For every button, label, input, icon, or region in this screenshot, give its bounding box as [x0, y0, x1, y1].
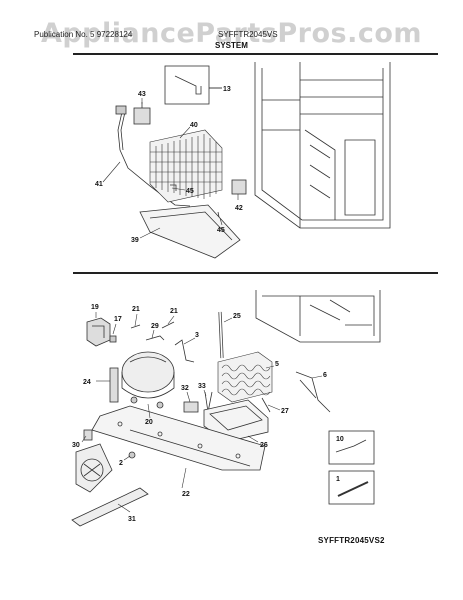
callout-29: 29: [151, 323, 159, 330]
part-2: [128, 451, 136, 459]
callout-17: 17: [114, 316, 122, 323]
compressor: [121, 351, 175, 399]
callout-13: 13: [223, 86, 231, 93]
part-29: [145, 335, 165, 341]
part-25-tube: [218, 311, 224, 359]
callout-21b: 21: [170, 308, 178, 315]
callout-26: 26: [260, 442, 268, 449]
part-24: [109, 367, 119, 403]
part-30: [83, 429, 93, 441]
callout-19: 19: [91, 304, 99, 311]
callout-27: 27: [281, 408, 289, 415]
callout-45b: 45: [217, 227, 225, 234]
model-number: SYFFTR2045VS: [218, 30, 278, 39]
part-41-harness: [115, 105, 191, 207]
callout-32: 32: [181, 385, 189, 392]
part-6-bracket: [295, 371, 331, 413]
part-1-inset: [328, 470, 375, 505]
callout-33: 33: [198, 383, 206, 390]
callout-45a: 45: [186, 188, 194, 195]
callout-21a: 21: [132, 306, 140, 313]
part-17: [109, 335, 117, 343]
callout-42: 42: [235, 205, 243, 212]
callout-5: 5: [275, 361, 279, 368]
callout-40: 40: [190, 122, 198, 129]
part-31-shroud: [71, 487, 149, 527]
callout-39: 39: [131, 237, 139, 244]
part-20-grommets: [130, 396, 164, 409]
callout-6: 6: [323, 372, 327, 379]
callout-22: 22: [182, 491, 190, 498]
leader-lines-bottom: [81, 312, 323, 513]
part-21-clips: [130, 321, 175, 329]
callout-25: 25: [233, 313, 241, 320]
part-39-pan: [139, 204, 241, 259]
callout-31: 31: [128, 516, 136, 523]
callout-30: 30: [72, 442, 80, 449]
header-rule: [73, 53, 438, 55]
callout-24: 24: [83, 379, 91, 386]
part-3-tube: [174, 339, 195, 363]
condenser-fan-assembly: [75, 443, 113, 493]
part-27: [261, 397, 271, 413]
callout-1: 1: [336, 476, 340, 483]
diagram-code: SYFFTR2045VS2: [318, 536, 385, 545]
part-32: [183, 401, 199, 413]
section-divider: [73, 272, 438, 274]
part-19: [86, 317, 111, 347]
leader-lines-top: [102, 87, 239, 239]
callout-3: 3: [195, 332, 199, 339]
part-10-inset: [328, 430, 375, 465]
callout-2: 2: [119, 460, 123, 467]
section-title: SYSTEM: [215, 41, 248, 50]
callout-41: 41: [95, 181, 103, 188]
part-13-inset: [164, 65, 222, 105]
publication-number: Publication No. 5 97228124: [34, 30, 133, 39]
cabinet-outline-bottom: [255, 290, 381, 343]
part-5-evaporator: [217, 351, 273, 403]
callout-10: 10: [336, 436, 344, 443]
callout-20: 20: [145, 419, 153, 426]
part-43: [133, 102, 151, 125]
part-40-condenser: [149, 129, 223, 203]
callout-43: 43: [138, 91, 146, 98]
part-42: [231, 179, 247, 195]
part-26-pan: [203, 399, 269, 443]
cabinet-outline-top: [254, 62, 391, 229]
